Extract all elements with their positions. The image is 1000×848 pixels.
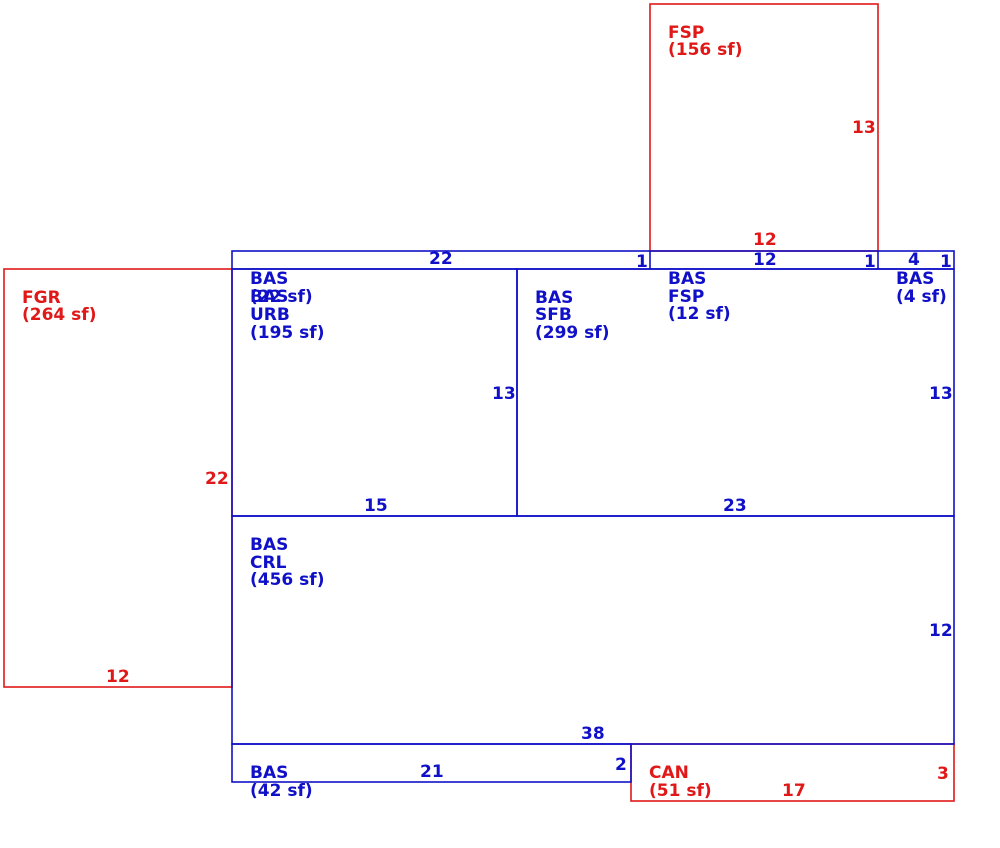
bas-urb-line1: BAS — [250, 269, 288, 289]
can-area: (51 sf) — [649, 781, 712, 801]
fgr-garage-outline — [3, 268, 233, 688]
bas-crl-line2: CRL — [250, 553, 287, 573]
bas-bottom-outline — [231, 743, 632, 783]
bas-top-strip-outline — [231, 250, 955, 270]
bas-bottom-area: (42 sf) — [250, 781, 313, 801]
strip-dim-right: 1 — [636, 252, 648, 272]
bas-crl-line1: BAS — [250, 535, 288, 555]
bas-urb-dim-side: 13 — [492, 384, 516, 404]
bas-sfb-dim-bottom: 23 — [723, 496, 747, 516]
fgr-dim-bottom: 12 — [106, 667, 130, 687]
bas-bottom-dim-side: 2 — [615, 755, 627, 775]
fgr-label: FGR — [22, 288, 61, 308]
bas-crl-dim-bottom: 38 — [581, 724, 605, 744]
bas-bottom-line1: BAS — [250, 763, 288, 783]
fgr-area: (264 sf) — [22, 305, 96, 325]
fsp-area: (156 sf) — [668, 40, 742, 60]
bas-crl-outline — [231, 515, 955, 745]
bas-sfb-area: (299 sf) — [535, 323, 609, 343]
strip-dim-top: 22 — [429, 249, 453, 269]
strip-fsp-dim-top: 12 — [753, 250, 777, 270]
fgr-dim-side: 22 — [205, 469, 229, 489]
bas-urb-area: (195 sf) — [250, 323, 324, 343]
bas-urb-line2: BAS — [250, 287, 288, 307]
bas-fsp-line1: BAS — [668, 269, 706, 289]
fsp-label: FSP — [668, 23, 704, 43]
strip-fsp-dim-right: 1 — [864, 252, 876, 272]
bas-sfb-dim-side: 13 — [929, 384, 953, 404]
bas-crl-area: (456 sf) — [250, 570, 324, 590]
can-label: CAN — [649, 763, 689, 783]
can-dim-bottom: 17 — [782, 781, 806, 801]
bas-bottom-dim-top: 21 — [420, 762, 444, 782]
bas-small-line1: BAS — [896, 269, 934, 289]
bas-urb-line3: URB — [250, 305, 290, 325]
bas-strip-area: (22 sf) — [250, 287, 313, 307]
bas-fsp-line2: FSP — [668, 287, 704, 307]
strip-small-dim-right: 1 — [940, 252, 952, 272]
bas-sfb-outline — [516, 268, 955, 517]
bas-sfb-line2: SFB — [535, 305, 572, 325]
bas-fsp-area: (12 sf) — [668, 304, 731, 324]
can-dim-side: 3 — [937, 764, 949, 784]
bas-sfb-line1: BAS — [535, 288, 573, 308]
strip-small-dim-top: 4 — [908, 250, 920, 270]
fsp-dim-bottom: 12 — [753, 230, 777, 250]
bas-crl-dim-side: 12 — [929, 621, 953, 641]
fsp-dim-side: 13 — [852, 118, 876, 138]
bas-small-area: (4 sf) — [896, 287, 947, 307]
bas-urb-dim-bottom: 15 — [364, 496, 388, 516]
